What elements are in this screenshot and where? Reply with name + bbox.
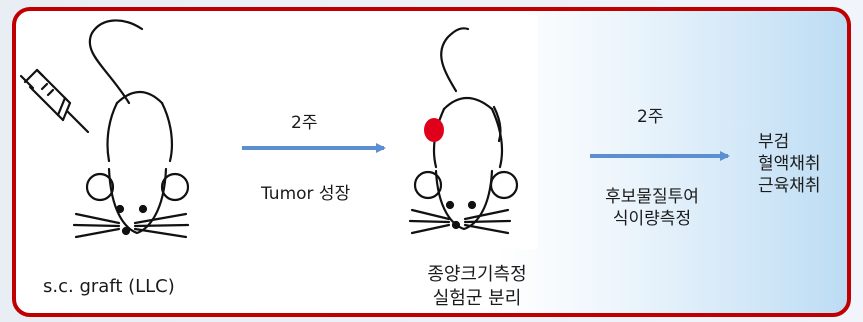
mouse-icon [74,20,188,237]
syringe-icon [21,70,88,132]
measure-label-line2: 실험군 분리 [402,284,552,310]
diagram-frame: s.c. graft (LLC) 2주 Tumor 성장 종양크기측정 실험군 … [12,7,851,317]
interval-label-2: 2주 [637,102,663,127]
endpoint-label-line3: 근육채취 [758,171,821,196]
treatment-label-line2: 식이량측정 [587,204,717,229]
interval-label-1: 2주 [291,108,317,133]
graft-label: s.c. graft (LLC) [43,276,175,297]
mouse-with-tumor-icon [410,28,517,233]
tumor-growth-label: Tumor 성장 [261,179,350,204]
measure-label-line1: 종양크기측정 [402,260,552,286]
tumor-mark [424,118,444,142]
